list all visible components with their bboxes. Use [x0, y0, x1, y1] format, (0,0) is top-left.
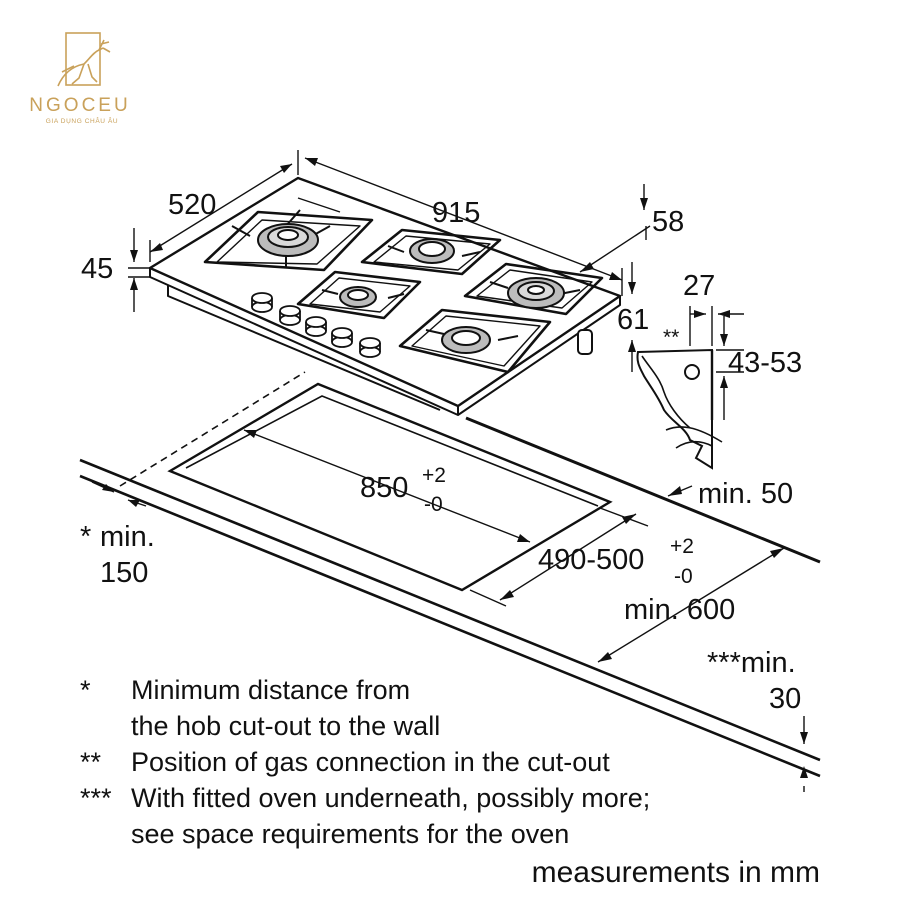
cutout-width-label: 850: [360, 472, 408, 504]
legend-row: * Minimum distance from: [80, 672, 840, 708]
connection-height-label: 43-53: [728, 347, 802, 379]
hob-width-label: 915: [432, 197, 480, 229]
hob-depth-label: 520: [168, 189, 216, 221]
legend: * Minimum distance from the hob cut-out …: [80, 672, 840, 852]
logo-tagline: GIA DỤNG CHÂU ÂU: [46, 116, 118, 125]
cutout-depth-tol-plus: +2: [670, 535, 694, 558]
burner-front-middle: [339, 286, 377, 308]
knob-1: [251, 292, 273, 313]
knob-4: [331, 327, 353, 348]
burner-wok: [257, 223, 319, 257]
gas-connection-detail: [636, 348, 723, 470]
units-note: measurements in mm: [531, 856, 820, 889]
hob-body: [167, 285, 441, 411]
hob-height-label: 45: [81, 253, 113, 285]
legend-row: see space requirements for the oven: [80, 816, 840, 852]
hob-drawing: [148, 176, 622, 416]
legend-symbol: **: [80, 747, 102, 777]
cutout-inner: [185, 395, 599, 507]
connection-offset-label: 27: [683, 270, 715, 302]
logo-wordmark: NGOCEU: [29, 95, 130, 116]
dimension-labels: 520 915 45 58 61 ** 27 43-53 min. 50 850…: [80, 189, 802, 715]
brand-logo: NGOCEU GIA DỤNG CHÂU ÂU: [29, 32, 130, 125]
cutout-depth-tol-minus: -0: [674, 565, 693, 588]
worktop-front-bottom: [79, 474, 821, 778]
legend-text: the hob cut-out to the wall: [131, 711, 441, 741]
worktop-depth-label: min. 600: [624, 594, 735, 626]
pan-support-front-middle: [296, 270, 422, 320]
worktop-back-edge: [465, 416, 821, 564]
legend-row: ** Position of gas connection in the cut…: [80, 744, 840, 780]
cutout-width-tol-minus: -0: [424, 493, 443, 516]
cutout-depth-label: 490-500: [538, 544, 644, 576]
knob-offset-label: 58: [652, 206, 684, 238]
worktop-front-top: [79, 458, 821, 762]
gas-pipe-depth-label: 61: [617, 304, 649, 336]
gas-pipe: [577, 329, 593, 355]
control-knobs: [251, 292, 381, 358]
legend-row: *** With fitted oven underneath, possibl…: [80, 780, 840, 816]
gas-marker-label: **: [663, 326, 679, 349]
cutout-width-tol-plus: +2: [422, 464, 446, 487]
worktop-drawing: [79, 371, 821, 778]
pan-support-rear-middle: [360, 228, 502, 276]
burner-front-right: [441, 326, 491, 354]
cutout-outer: [167, 382, 613, 592]
burner-rear-right: [507, 277, 565, 309]
legend-text: see space requirements for the oven: [131, 819, 570, 849]
burner-rear-middle: [409, 238, 455, 264]
legend-text: Position of gas connection in the cut-ou…: [131, 747, 610, 777]
legend-row: the hob cut-out to the wall: [80, 708, 840, 744]
wall-reference-line: [119, 371, 306, 487]
legend-symbol: ***: [80, 783, 112, 813]
front-clearance-label: min. 50: [698, 478, 793, 510]
oven-min-label: ***min.: [707, 647, 796, 679]
wall-min-symbol: *: [80, 521, 91, 553]
gas-connection-icon: [684, 364, 700, 380]
legend-symbol: *: [80, 675, 91, 705]
pan-support-front-right: [398, 308, 552, 374]
legend-text: With fitted oven underneath, possibly mo…: [131, 783, 651, 813]
knob-2: [279, 305, 301, 326]
oven-min-value: 30: [769, 683, 801, 715]
wall-min-label: min.: [100, 521, 155, 553]
legend-text: Minimum distance from: [131, 675, 411, 705]
deer-logo-icon: [57, 32, 111, 87]
knob-5: [359, 337, 381, 358]
knob-3: [305, 316, 327, 337]
wall-min-value: 150: [100, 557, 148, 589]
dimension-arrowheads: [102, 158, 808, 778]
